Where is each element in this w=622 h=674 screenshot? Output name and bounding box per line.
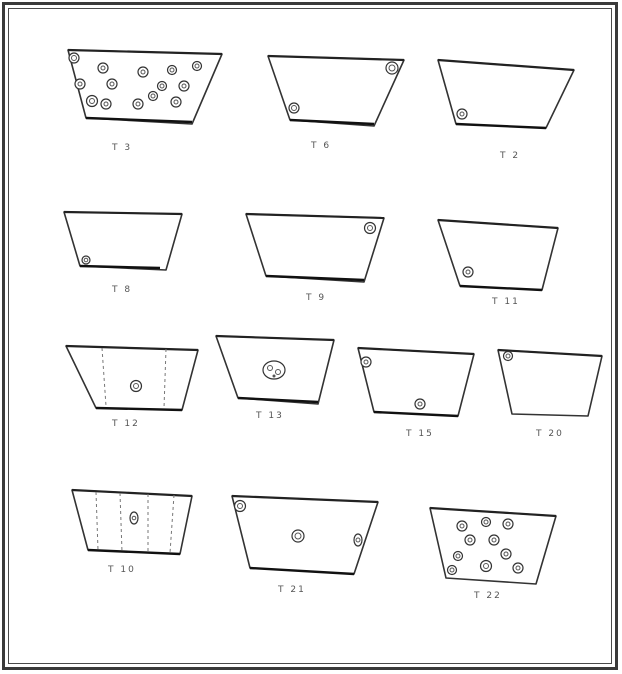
- panel-t13: T 13: [216, 336, 334, 421]
- panel-t9: T 9: [246, 214, 384, 303]
- panel-t2: T 2: [438, 60, 574, 161]
- panel-t15: T 15: [358, 348, 474, 439]
- cell-cluster: [263, 361, 285, 379]
- panel-label: T 11: [491, 297, 520, 307]
- panel-t12: T 12: [66, 346, 198, 429]
- panel-t6: T 6: [268, 56, 404, 151]
- panel-label: T 20: [535, 429, 564, 439]
- panel-label: T 10: [107, 565, 136, 575]
- panel-label: T 12: [111, 419, 140, 429]
- panel-t21: T 21: [232, 496, 378, 595]
- panel-label: T 13: [255, 411, 284, 421]
- panel-t22: T 22: [430, 508, 556, 601]
- panel-label: T 9: [305, 293, 326, 303]
- cell-cluster: [448, 518, 524, 575]
- panel-label: T 21: [277, 585, 306, 595]
- panel-t11: T 11: [438, 220, 558, 307]
- panel-label: T 15: [405, 429, 434, 439]
- panel-label: T 8: [111, 285, 132, 295]
- panel-label: T 3: [111, 143, 132, 153]
- panel-t10: T 10: [72, 490, 192, 575]
- cell-cluster: [69, 53, 202, 109]
- panel-t3: T 3: [68, 50, 222, 153]
- panel-label: T 22: [473, 591, 502, 601]
- panel-t20: T 20: [498, 350, 602, 439]
- panel-t8: T 8: [64, 212, 182, 295]
- panel-label: T 6: [310, 141, 331, 151]
- panel-label: T 2: [499, 151, 520, 161]
